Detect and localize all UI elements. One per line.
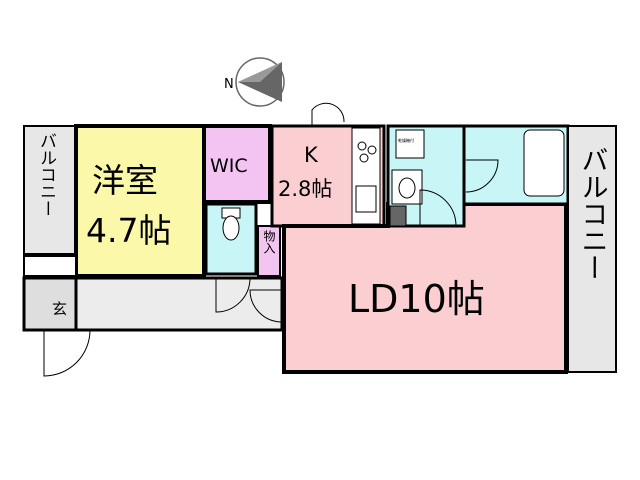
compass-needle-light [238, 62, 282, 82]
compass-label: N [224, 77, 234, 92]
balcony-left [23, 125, 77, 255]
compass: N [224, 57, 285, 107]
bathtub [523, 129, 565, 197]
stove-burner [357, 141, 367, 151]
storage-label: 物入 [262, 230, 276, 254]
kitchen-door-swing [311, 102, 345, 126]
washer-note: 乾燥機付 [398, 137, 414, 143]
kitchen-sink [355, 185, 377, 213]
toilet-bowl [222, 215, 240, 241]
bedroom-name: 洋室 [92, 161, 158, 200]
hallway [74, 276, 284, 332]
pipe-space [389, 205, 407, 227]
wash-door-swing [419, 189, 457, 227]
bedroom-size: 4.7帖 [86, 211, 171, 250]
entrance-door-swing [43, 329, 91, 377]
entrance-label: 玄 [52, 300, 67, 318]
ld-label: LD10帖 [348, 277, 485, 321]
stove-burner [367, 145, 377, 155]
storage [257, 225, 281, 277]
washbasin-bowl [398, 177, 416, 199]
entrance [22, 276, 78, 332]
kitchen-name: K [304, 143, 319, 167]
washer-space [395, 129, 425, 159]
balcony-left-label: バルコニー [36, 132, 56, 217]
toilet-door-swing [215, 277, 251, 313]
balcony-right-label: バルコニー [577, 146, 608, 281]
bath-door-swing [465, 159, 499, 193]
wic [202, 124, 272, 204]
wic-label: WIC [210, 155, 248, 177]
stove-burner [359, 153, 369, 163]
ld-door-swing [249, 289, 283, 323]
bedroom [74, 124, 206, 278]
kitchen-size: 2.8帖 [278, 177, 332, 201]
entrance-shelf [23, 255, 77, 277]
balcony-right [567, 125, 617, 373]
